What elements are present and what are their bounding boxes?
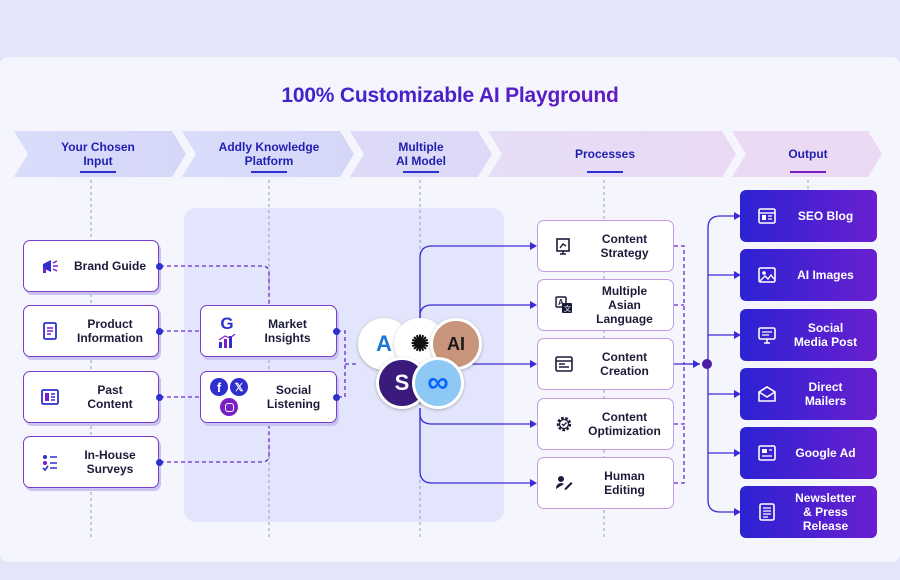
process-label: Content Strategy — [600, 232, 649, 260]
header-arrow-input — [14, 131, 186, 177]
process-card-content-optimization[interactable]: Content Optimization — [537, 398, 674, 450]
input-card-brand-guide[interactable]: Brand Guide — [23, 240, 159, 292]
input-label: Product Information — [77, 317, 143, 345]
knowledge-label: Social Listening — [266, 383, 321, 411]
input-card-in-house-surveys[interactable]: In-House Surveys — [23, 436, 159, 488]
ad-icon — [754, 440, 780, 466]
header-underline — [403, 171, 439, 173]
header-multiple-ai-model: Multiple AI Model — [364, 131, 478, 177]
output-label: SEO Blog — [797, 209, 854, 223]
instagram-icon — [220, 398, 238, 416]
output-card-seo-blog[interactable]: SEO Blog — [740, 190, 877, 242]
connector-dot — [156, 394, 163, 401]
input-card-past-content[interactable]: Past Content — [23, 371, 159, 423]
header-underline — [790, 171, 826, 173]
output-card-newsletter-press-release[interactable]: Newsletter & Press Release — [740, 486, 877, 538]
header-arrow-model — [350, 131, 492, 177]
input-card-product-information[interactable]: Product Information — [23, 305, 159, 357]
knowledge-icons: f 𝕏 — [207, 378, 251, 416]
x-icon: 𝕏 — [230, 378, 248, 396]
page-title: 100% Customizable AI Playground — [0, 84, 900, 108]
connector-dot — [156, 328, 163, 335]
header-arrow-output — [732, 131, 882, 177]
process-label: Content Optimization — [588, 410, 661, 438]
header-underline — [251, 171, 287, 173]
monitor-icon — [754, 322, 780, 348]
checklist-icon — [38, 450, 62, 474]
header-label: Processes — [574, 147, 636, 161]
blog-icon — [754, 203, 780, 229]
output-card-social-media-post[interactable]: Social Media Post — [740, 309, 877, 361]
knowledge-label: Market Insights — [264, 317, 311, 345]
gear-check-icon — [552, 412, 576, 436]
facebook-icon: f — [210, 378, 228, 396]
connector-dot — [333, 394, 340, 401]
knowledge-card-social-listening[interactable]: f 𝕏 Social Listening — [200, 371, 337, 423]
meta-icon: ∞ — [412, 357, 464, 409]
input-label: Brand Guide — [73, 259, 146, 273]
google-icon: G — [220, 313, 234, 333]
layout-icon — [38, 385, 62, 409]
output-card-direct-mailers[interactable]: Direct Mailers — [740, 368, 877, 420]
bar-chart-icon — [218, 333, 236, 348]
output-label: Direct Mailers — [804, 380, 847, 408]
output-label: AI Images — [797, 268, 854, 282]
mail-icon — [754, 381, 780, 407]
header-underline — [80, 171, 116, 173]
header-label: Addly Knowledge Platform — [218, 140, 320, 168]
output-card-google-ad[interactable]: Google Ad — [740, 427, 877, 479]
header-output: Output — [746, 131, 870, 177]
strategy-icon — [552, 234, 576, 258]
header-underline — [587, 171, 623, 173]
connector-dot — [333, 328, 340, 335]
process-label: Multiple Asian Language — [596, 284, 653, 326]
input-label: Past Content — [87, 383, 133, 411]
browser-icon — [552, 352, 576, 376]
header-arrow-knowledge — [182, 131, 354, 177]
output-label: Social Media Post — [793, 321, 858, 349]
process-card-human-editing[interactable]: Human Editing — [537, 457, 674, 509]
input-label: In-House Surveys — [84, 448, 136, 476]
process-card-content-strategy[interactable]: Content Strategy — [537, 220, 674, 272]
header-processes: Processes — [502, 131, 708, 177]
newsletter-icon — [754, 499, 780, 525]
header-label: Multiple AI Model — [396, 140, 446, 168]
process-label: Human Editing — [604, 469, 645, 497]
document-icon — [38, 319, 62, 343]
process-card-content-creation[interactable]: Content Creation — [537, 338, 674, 390]
process-label: Content Creation — [600, 350, 649, 378]
output-card-ai-images[interactable]: AI Images — [740, 249, 877, 301]
image-icon — [754, 262, 780, 288]
header-arrow-processes — [488, 131, 736, 177]
knowledge-card-market-insights[interactable]: G Market Insights — [200, 305, 337, 357]
connector-dot — [156, 459, 163, 466]
knowledge-icons: G — [215, 315, 239, 348]
svg-text:文: 文 — [564, 304, 571, 313]
output-label: Google Ad — [795, 446, 856, 460]
connector-dot — [156, 263, 163, 270]
header-knowledge-platform: Addly Knowledge Platform — [196, 131, 342, 177]
edit-user-icon — [552, 471, 576, 495]
header-your-chosen-input: Your Chosen Input — [28, 131, 168, 177]
output-label: Newsletter & Press Release — [795, 491, 856, 533]
header-label: Output — [788, 147, 828, 161]
megaphone-icon — [38, 254, 62, 278]
header-label: Your Chosen Input — [61, 140, 135, 168]
svg-text:A: A — [558, 298, 564, 307]
